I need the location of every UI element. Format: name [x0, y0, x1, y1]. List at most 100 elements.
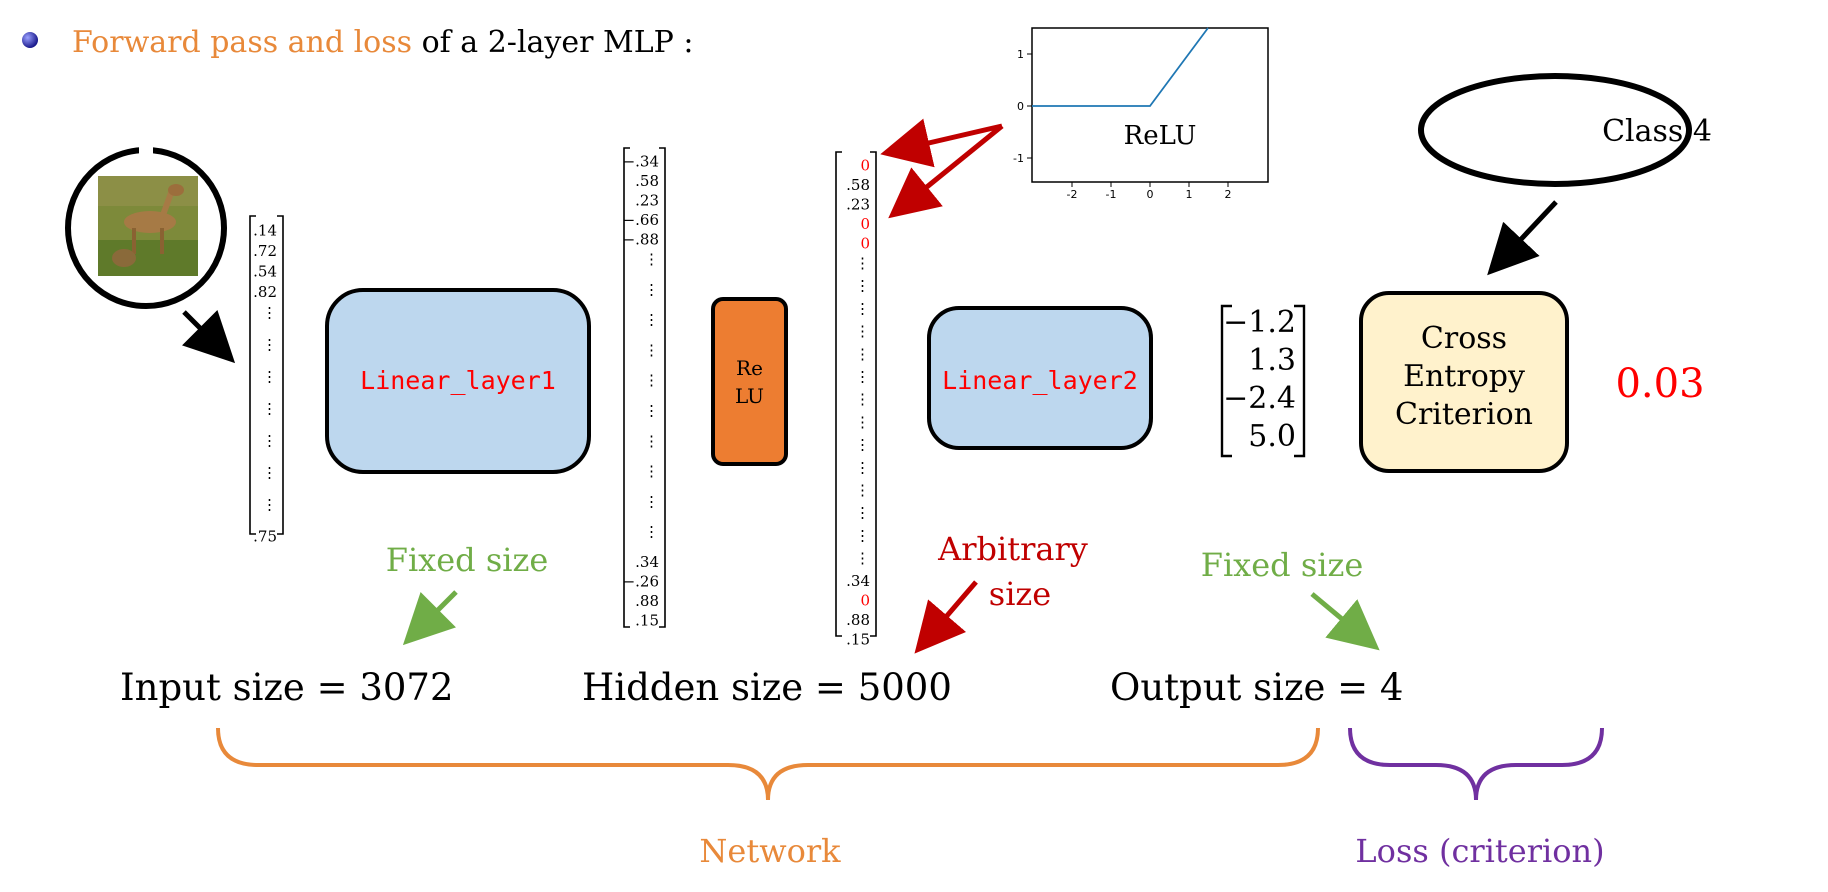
criterion-label-line3: Criterion — [1395, 397, 1533, 432]
relu-plot-label: ReLU — [1124, 121, 1197, 151]
input-size-label: Input size = 3072 — [120, 666, 454, 709]
vector-ellipsis: ⋮ — [855, 345, 870, 363]
output-logit: −2.4 — [1223, 381, 1296, 416]
vector-ellipsis: ⋮ — [855, 413, 870, 431]
loss-brace — [1348, 727, 1604, 801]
target-class-bubble: Class 4 — [1418, 68, 1712, 187]
arrow-fixed-size-output — [1310, 592, 1380, 651]
vector-entry: .15 — [846, 630, 870, 648]
vector-ellipsis: ⋮ — [855, 458, 870, 476]
relu-x-tick-label: -1 — [1106, 188, 1117, 201]
vector-bracket — [249, 215, 256, 535]
vector-ellipsis: ⋮ — [855, 549, 870, 567]
bullet-icon — [22, 32, 38, 48]
fixed-size-output-label: Fixed size — [1201, 546, 1364, 584]
arbitrary-size-label-line1: Arbitrary — [937, 530, 1088, 568]
relu-y-tick-label: 1 — [1017, 48, 1024, 61]
vector-entry: −.66 — [623, 211, 659, 229]
arrow-image-to-input — [182, 310, 236, 364]
vector-entry: 0 — [860, 235, 870, 253]
vector-entry: .15 — [635, 612, 659, 630]
vector-entry: .23 — [635, 192, 659, 210]
linear-layer1-label: Linear_layer1 — [360, 366, 556, 395]
output-logit: 5.0 — [1248, 419, 1296, 454]
vector-ellipsis: ⋮ — [644, 492, 659, 510]
vector-bracket — [659, 147, 666, 628]
hidden-pre-activation-vector: −.34.58.23−.66−.88⋮⋮⋮⋮⋮⋮⋮⋮⋮⋮.34−.26.88.1… — [623, 147, 666, 630]
relu-block: Re LU — [711, 297, 788, 466]
loss-value: 0.03 — [1615, 361, 1704, 407]
vector-entry: .58 — [635, 172, 659, 190]
vector-ellipsis: ⋮ — [262, 431, 277, 449]
relu-label-line2: LU — [735, 384, 764, 408]
vector-entry: 0 — [860, 215, 870, 233]
criterion-label-line1: Cross — [1421, 321, 1507, 356]
vector-ellipsis: ⋮ — [644, 402, 659, 420]
vector-ellipsis: ⋮ — [855, 322, 870, 340]
arrow-relu-to-zero-2 — [888, 124, 1004, 219]
output-vector: −1.21.3−2.45.0 — [1220, 304, 1306, 458]
output-logit: −1.2 — [1223, 305, 1296, 340]
criterion-label-line2: Entropy — [1403, 359, 1525, 394]
vector-entry: .72 — [253, 242, 277, 260]
vector-ellipsis: ⋮ — [855, 368, 870, 386]
relu-x-tick-label: 0 — [1147, 188, 1154, 201]
arrow-fixed-size-input — [402, 590, 458, 646]
vector-bracket — [835, 151, 842, 637]
deer-image — [98, 176, 198, 276]
relu-x-tick-label: -2 — [1067, 188, 1078, 201]
heading: Forward pass and loss of a 2-layer MLP : — [72, 25, 693, 60]
arbitrary-size-label-line2: size — [989, 575, 1051, 613]
vector-bracket — [277, 215, 284, 535]
vector-ellipsis: ⋮ — [855, 299, 870, 317]
vector-ellipsis: ⋮ — [855, 390, 870, 408]
vector-ellipsis: ⋮ — [262, 463, 277, 481]
vector-ellipsis: ⋮ — [262, 367, 277, 385]
criterion-block: Cross Entropy Criterion — [1359, 291, 1569, 473]
output-size-label: Output size = 4 — [1110, 666, 1403, 709]
network-label: Network — [699, 832, 841, 870]
vector-entry: .54 — [253, 262, 277, 280]
vector-ellipsis: ⋮ — [644, 462, 659, 480]
input-image-magnifier — [65, 140, 227, 309]
vector-entry: .88 — [846, 611, 870, 629]
linear-layer2-block: Linear_layer2 — [927, 306, 1153, 450]
relu-label-line1: Re — [736, 356, 763, 380]
input-vector: .14.72.54.82⋮⋮⋮⋮⋮⋮⋮.75 — [249, 215, 284, 545]
vector-entry: .14 — [253, 221, 277, 239]
vector-entry: .23 — [846, 196, 870, 214]
vector-ellipsis: ⋮ — [262, 335, 277, 353]
heading-rest: of a 2-layer MLP : — [422, 25, 694, 60]
vector-entry: .34 — [846, 572, 870, 590]
fixed-size-input-label: Fixed size — [386, 541, 549, 579]
vector-bracket — [870, 151, 877, 637]
vector-entry: .82 — [253, 283, 277, 301]
output-logit: 1.3 — [1248, 343, 1296, 378]
vector-ellipsis: ⋮ — [262, 495, 277, 513]
vector-entry: .75 — [253, 527, 277, 545]
vector-bracket — [623, 147, 630, 628]
relu-y-tick-label: 0 — [1017, 100, 1024, 113]
relu-curve — [1032, 27, 1209, 107]
vector-ellipsis: ⋮ — [644, 250, 659, 268]
relu-x-tick-label: 1 — [1186, 188, 1193, 201]
vector-ellipsis: ⋮ — [644, 341, 659, 359]
vector-ellipsis: ⋮ — [262, 303, 277, 321]
vector-ellipsis: ⋮ — [855, 504, 870, 522]
hidden-size-label: Hidden size = 5000 — [582, 666, 952, 709]
heading-highlight: Forward pass and loss — [72, 25, 412, 60]
arrow-arbitrary-size — [914, 580, 978, 654]
vector-ellipsis: ⋮ — [855, 526, 870, 544]
vector-ellipsis: ⋮ — [855, 481, 870, 499]
arrow-class-to-criterion — [1487, 200, 1558, 276]
vector-entry: 0 — [860, 591, 870, 609]
relu-x-tick-label: 2 — [1225, 188, 1232, 201]
vector-entry: −.26 — [623, 573, 659, 591]
vector-ellipsis: ⋮ — [855, 436, 870, 454]
linear-layer2-label: Linear_layer2 — [942, 366, 1138, 395]
loss-label: Loss (criterion) — [1355, 832, 1604, 870]
vector-bracket — [1294, 304, 1306, 458]
